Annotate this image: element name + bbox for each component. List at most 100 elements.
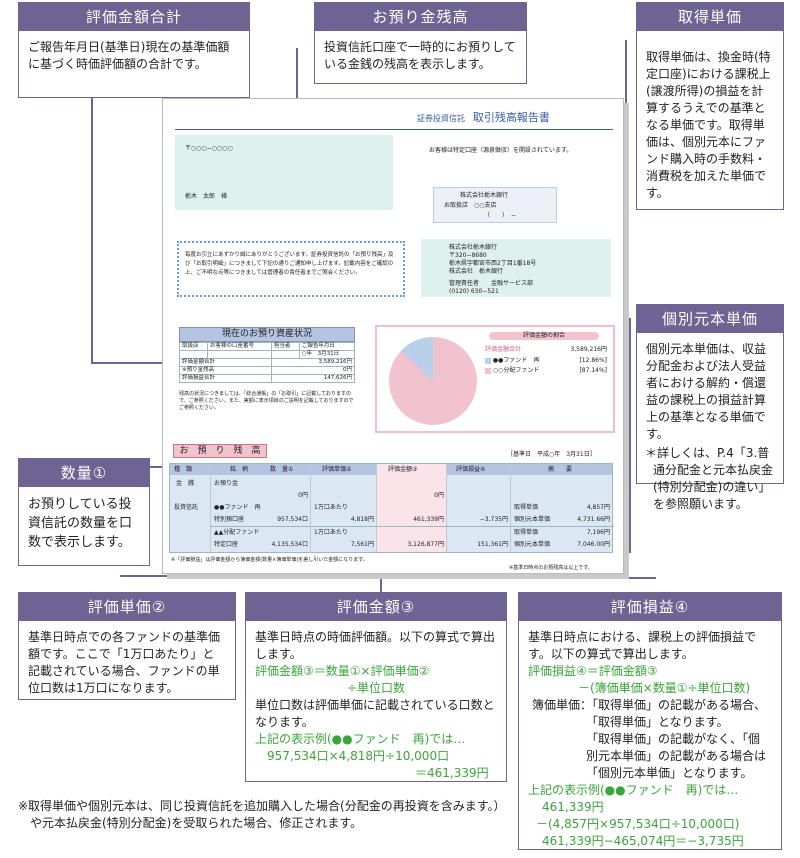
bank-phone: （ ） − bbox=[484, 212, 517, 219]
fund2-name: ▲▲分配ファンド bbox=[214, 529, 260, 536]
callout-body: ご報告年月日(基準日)現在の基準価額に基づく時価評価額の合計です。 bbox=[28, 40, 230, 71]
callout-qty: 数量① お預りしている投資信託の数量を口数で表示します。 bbox=[18, 458, 150, 566]
callout-principal: 個別元本単価 個別元本単価は、収益分配金および法人受益者における解約・償還益の課… bbox=[636, 304, 784, 511]
status-label: 評価金額合計 bbox=[179, 358, 272, 367]
sender-line6: (0120) 630−521 bbox=[449, 288, 499, 295]
pie-legend-1: ●●ファンド 再 [12.86%] bbox=[485, 357, 607, 365]
doc-title: 取引残高報告書 bbox=[472, 111, 550, 124]
status-date: ○年 3月31日 bbox=[298, 350, 356, 359]
status-label: 評価損益合計 bbox=[179, 374, 272, 383]
pl-example2: 461,339円 bbox=[542, 800, 604, 814]
sender-line2: 〒320−8680 bbox=[449, 252, 487, 259]
legend-name: ●●ファンド 再 bbox=[492, 357, 540, 364]
pl-body1: 基準日時点における、課税上の評価損益です。以下の算式で算出します。 bbox=[528, 630, 757, 661]
callout-body: 基準日時点での各ファンドの基準価額です。ここで「1万口あたり」と記載されている場… bbox=[28, 630, 221, 695]
row-amount: 0円 bbox=[434, 492, 444, 499]
status-head: 取扱店 bbox=[178, 342, 209, 351]
fund1-unit: 4,818円 bbox=[350, 516, 374, 523]
amount-body1: 基準日時点の時価評価額。以下の算式で算出します。 bbox=[255, 630, 496, 661]
status-head: お客様の口座番号 bbox=[207, 342, 272, 351]
callout-title: 取得単価 bbox=[637, 3, 783, 31]
bottom-note2: ※基準日時点のお預残高は以上です。 bbox=[509, 565, 593, 571]
callout-eval-total: 評価金額合計 ご報告年月日(基準日)現在の基準価額に基づく時価評価額の合計です。 bbox=[18, 2, 250, 98]
pl-formula1: 評価損益④＝評価金額③ bbox=[528, 664, 658, 678]
fund2-unit: 7,561円 bbox=[350, 541, 374, 548]
pie-title: 評価金額の割合 bbox=[489, 332, 599, 340]
doc-subtitle: 証券投資信託 bbox=[417, 114, 465, 123]
fund1-qty: 957,534口 bbox=[277, 516, 308, 523]
fund2-unit-label: 1万口あたり bbox=[314, 529, 348, 536]
fund1-amount: 461,339円 bbox=[413, 516, 444, 523]
callout-body: 取得単価は、換金時(特定口座)における課税上(譲渡所得)の損益を計算するうえでの… bbox=[646, 50, 771, 200]
account-note: お客様は特定口座（源泉徴収）を開設されています。 bbox=[429, 147, 573, 154]
legend-pct: [12.86%] bbox=[579, 357, 607, 364]
pl-formula2: －(簿価単価×数量①÷単位口数) bbox=[578, 681, 751, 695]
col-head: 摘 要 bbox=[548, 466, 573, 473]
pl-example1: 上記の表示例(●●ファンド 再)では… bbox=[528, 783, 739, 797]
sender-line3: 栃木県宇都宮市西2丁目1番18号 bbox=[449, 260, 537, 267]
customer-name: 栃木 太郎 様 bbox=[185, 193, 228, 200]
legend-swatch bbox=[485, 367, 491, 374]
pl-example3: －(4,857円×957,534口÷10,000口) bbox=[536, 817, 740, 831]
row-type: 投資信託 bbox=[174, 504, 199, 511]
address-window: 〒○○○−○○○○ 栃木 太郎 様 bbox=[175, 135, 393, 210]
callout-acq-price: 取得単価 取得単価は、換金時(特定口座)における課税上(譲渡所得)の損益を計算す… bbox=[636, 2, 784, 210]
callout-note: ＊詳しくは、P.4「3.普通分配金と元本払戻金(特別分配金)の違い」を参照願いま… bbox=[645, 446, 774, 511]
callout-title: お預り金残高 bbox=[315, 3, 526, 31]
sender-address: 株式会社栃木銀行 〒320−8680 栃木県宇都宮市西2丁目1番18号 株式会社… bbox=[421, 239, 611, 297]
callout-title: 評価金額合計 bbox=[19, 3, 249, 31]
bottom-note: ※「評価損益」は評価金額から簿価金額(数量×簿価単価)を差し引いた金額になります… bbox=[171, 557, 368, 563]
footnote: ※取得単価や個別元本は、同じ投資信託を追加購入した場合(分配金の再投資を含みます… bbox=[18, 799, 500, 830]
greeting-box: 毎度お引立にあずかり誠にありがとうございます。証券投資信託の「お預り残高」及び「… bbox=[177, 241, 405, 297]
fund2-account: 特定口座 bbox=[214, 541, 239, 548]
amount-body2: 単位口数は評価単価に記載されている口数となります。 bbox=[255, 698, 495, 729]
pie-slice-fund1 bbox=[401, 337, 433, 381]
fund2-acq-label: 取得単価 bbox=[514, 529, 539, 536]
holdings-table: 種 類 銘 柄 数 量① 評価単価② 評価金額③ 評価損益④ 摘 要 金 銭 お… bbox=[169, 463, 614, 553]
callout-pl: 評価損益④ 基準日時点における、課税上の評価損益です。以下の算式で算出します。 … bbox=[518, 592, 782, 850]
fund2-amount: 3,126,877円 bbox=[407, 541, 444, 548]
asset-status: 現在のお預り資産状況 取扱店 お客様の口座番号 担当者 ご報告年月日 ○年 3月… bbox=[178, 327, 356, 412]
col-head: 評価単価② bbox=[322, 466, 352, 473]
col-head: 評価金額③ bbox=[388, 466, 418, 473]
fund1-account: 特別預口座 bbox=[214, 516, 245, 523]
fund1-pl: −3,735円 bbox=[479, 516, 508, 523]
fund1-prin: 4,731.66円 bbox=[577, 516, 610, 523]
fund2-qty: 4,135,534口 bbox=[271, 541, 308, 548]
col-head: 評価損益④ bbox=[456, 466, 486, 473]
fund2-acq: 7,196円 bbox=[586, 529, 610, 536]
bank-branch: お取扱店 ○○支店 bbox=[444, 202, 497, 209]
status-value: 147,626円 bbox=[270, 374, 356, 383]
amount-formula1: 評価金額③＝数量①×評価単価② bbox=[255, 664, 430, 678]
status-head: ご報告年月日 bbox=[298, 342, 356, 351]
status-value: 0円 bbox=[270, 366, 356, 375]
pl-book4: 別元本単価」の記載がある場合は bbox=[586, 749, 767, 763]
status-note: 残高の状況につきましては、「総合通帳」の「お取引」に記載しておりますので、ご参照… bbox=[179, 391, 354, 411]
callout-amount: 評価金額③ 基準日時点の時価評価額。以下の算式で算出します。 評価金額③＝数量①… bbox=[245, 592, 507, 782]
sender-line1: 株式会社栃木銀行 bbox=[449, 244, 498, 251]
holdings-title: お 預 り 残 高 bbox=[173, 444, 267, 458]
row-name: お預り金 bbox=[214, 480, 239, 487]
status-label: ※預り金残高 bbox=[179, 366, 272, 375]
amount-example2: 957,534口×4,818円÷10,000口 bbox=[267, 749, 450, 763]
callout-balance: お預り金残高 投資信託口座で一時的にお預りしている金銭の残高を表示します。 bbox=[314, 2, 527, 84]
pl-book2: 「取得単価」となります。 bbox=[586, 715, 729, 729]
fund2-prin: 7,046.00円 bbox=[577, 541, 610, 548]
fund2-prin-label: 個別元本単価 bbox=[514, 541, 551, 548]
amount-formula2: ÷単位口数 bbox=[347, 681, 406, 695]
fund1-unit-label: 1万口あたり bbox=[314, 504, 348, 511]
callout-title: 個別元本単価 bbox=[637, 305, 783, 333]
legend-swatch bbox=[485, 357, 491, 364]
callout-unit: 評価単価② 基準日時点での各ファンドの基準価額です。ここで「1万口あたり」と記載… bbox=[18, 592, 236, 700]
callout-body: お預りしている投資信託の数量を口数で表示します。 bbox=[28, 497, 133, 550]
callout-title: 評価単価② bbox=[19, 593, 235, 621]
pie-chart bbox=[389, 337, 477, 425]
pie-legend-2: ○○分配ファンド [87.14%] bbox=[485, 367, 607, 375]
col-head: 種 類 bbox=[174, 466, 193, 473]
callout-body: 個別元本単価は、収益分配金および法人受益者における解約・償還益の課税上の損益計算… bbox=[646, 342, 767, 441]
pie-total-label: 評価金額合計 bbox=[485, 346, 522, 353]
bank-name: 株式会社栃木銀行 bbox=[460, 192, 509, 199]
base-date: ［基準日 平成○年 3月31日］ bbox=[507, 451, 596, 458]
fund1-acq: 4,857円 bbox=[586, 504, 610, 511]
callout-title: 評価金額③ bbox=[246, 593, 506, 621]
